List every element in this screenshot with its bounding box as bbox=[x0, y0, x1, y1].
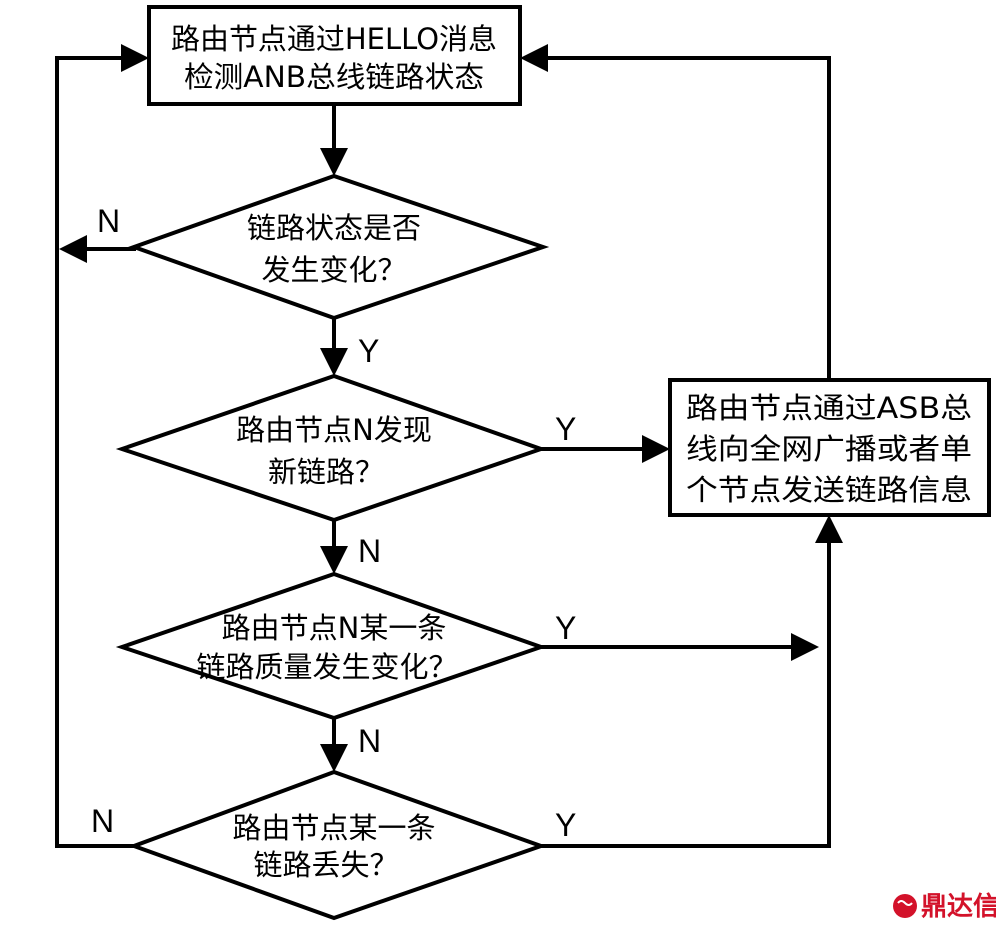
arrowheads bbox=[59, 44, 843, 772]
edge-broadcast-return bbox=[544, 56, 831, 382]
quality-line-2: 链路质量发生变化？ bbox=[196, 650, 457, 684]
node-text-lost: 路由节点某一条 链路丢失？ bbox=[232, 811, 435, 882]
decision-link-lost bbox=[128, 769, 548, 921]
label-quality-yes: Y bbox=[555, 610, 576, 646]
label-newlink-no: N bbox=[358, 533, 381, 569]
arrow-left-change-no bbox=[59, 235, 87, 263]
edge-lost-yes bbox=[539, 543, 831, 848]
arrow-up-to-broadcast bbox=[815, 515, 843, 543]
arrow-down-to-quality bbox=[320, 546, 348, 574]
label-change-no: N bbox=[97, 203, 120, 239]
change-line-1: 链路状态是否 bbox=[247, 211, 421, 245]
decision-new-link-found bbox=[115, 373, 548, 523]
watermark: 鼎达信 bbox=[893, 892, 996, 922]
broadcast-line-1: 路由节点通过ASB总 bbox=[686, 391, 972, 425]
node-text-detect: 路由节点通过HELLO消息 检测ANB总线链路状态 bbox=[171, 22, 497, 94]
label-quality-no: N bbox=[358, 723, 381, 759]
arrow-right-to-detect bbox=[121, 44, 149, 72]
arrow-down-to-newlink bbox=[320, 348, 348, 376]
process-broadcast-link-info bbox=[668, 378, 991, 517]
watermark-logo-mark bbox=[897, 900, 913, 906]
edge-labels: N Y Y N Y N N Y bbox=[91, 203, 576, 843]
broadcast-line-2: 线向全网广播或者单 bbox=[686, 432, 972, 466]
label-lost-yes: Y bbox=[555, 807, 576, 843]
node-text-change: 链路状态是否 发生变化？ bbox=[247, 211, 421, 287]
decision-link-state-changed bbox=[128, 173, 550, 321]
detect-line-1: 路由节点通过HELLO消息 bbox=[171, 22, 497, 56]
arrow-down-to-lost bbox=[320, 744, 348, 772]
process-detect-link-state bbox=[147, 5, 522, 106]
connectors bbox=[55, 56, 831, 848]
quality-line-1: 路由节点N某一条 bbox=[222, 611, 447, 645]
lost-line-1: 路由节点某一条 bbox=[232, 811, 435, 845]
arrow-right-quality-yes bbox=[791, 633, 819, 661]
node-text-broadcast: 路由节点通过ASB总 线向全网广播或者单 个节点发送链路信息 bbox=[686, 391, 972, 507]
watermark-logo-icon bbox=[893, 894, 917, 918]
lost-line-2: 链路丢失？ bbox=[253, 848, 398, 882]
newlink-line-1: 路由节点N发现 bbox=[236, 413, 432, 447]
node-text-quality: 路由节点N某一条 链路质量发生变化？ bbox=[196, 611, 457, 684]
node-text-newlink: 路由节点N发现 新链路？ bbox=[236, 413, 432, 489]
label-change-yes: Y bbox=[358, 333, 379, 369]
label-newlink-yes: Y bbox=[555, 411, 576, 447]
change-line-2: 发生变化？ bbox=[261, 253, 406, 287]
newlink-line-2: 新链路？ bbox=[268, 455, 384, 489]
broadcast-line-3: 个节点发送链路信息 bbox=[686, 473, 972, 507]
arrow-down-to-change bbox=[320, 148, 348, 176]
decision-link-quality-changed bbox=[115, 571, 548, 721]
arrow-left-to-detect bbox=[520, 44, 548, 72]
edge-lost-no-loop bbox=[55, 56, 136, 848]
watermark-text: 鼎达信 bbox=[921, 892, 996, 922]
label-lost-no: N bbox=[91, 803, 114, 839]
detect-line-2: 检测ANB总线链路状态 bbox=[184, 60, 484, 94]
arrow-right-to-broadcast bbox=[642, 435, 670, 463]
